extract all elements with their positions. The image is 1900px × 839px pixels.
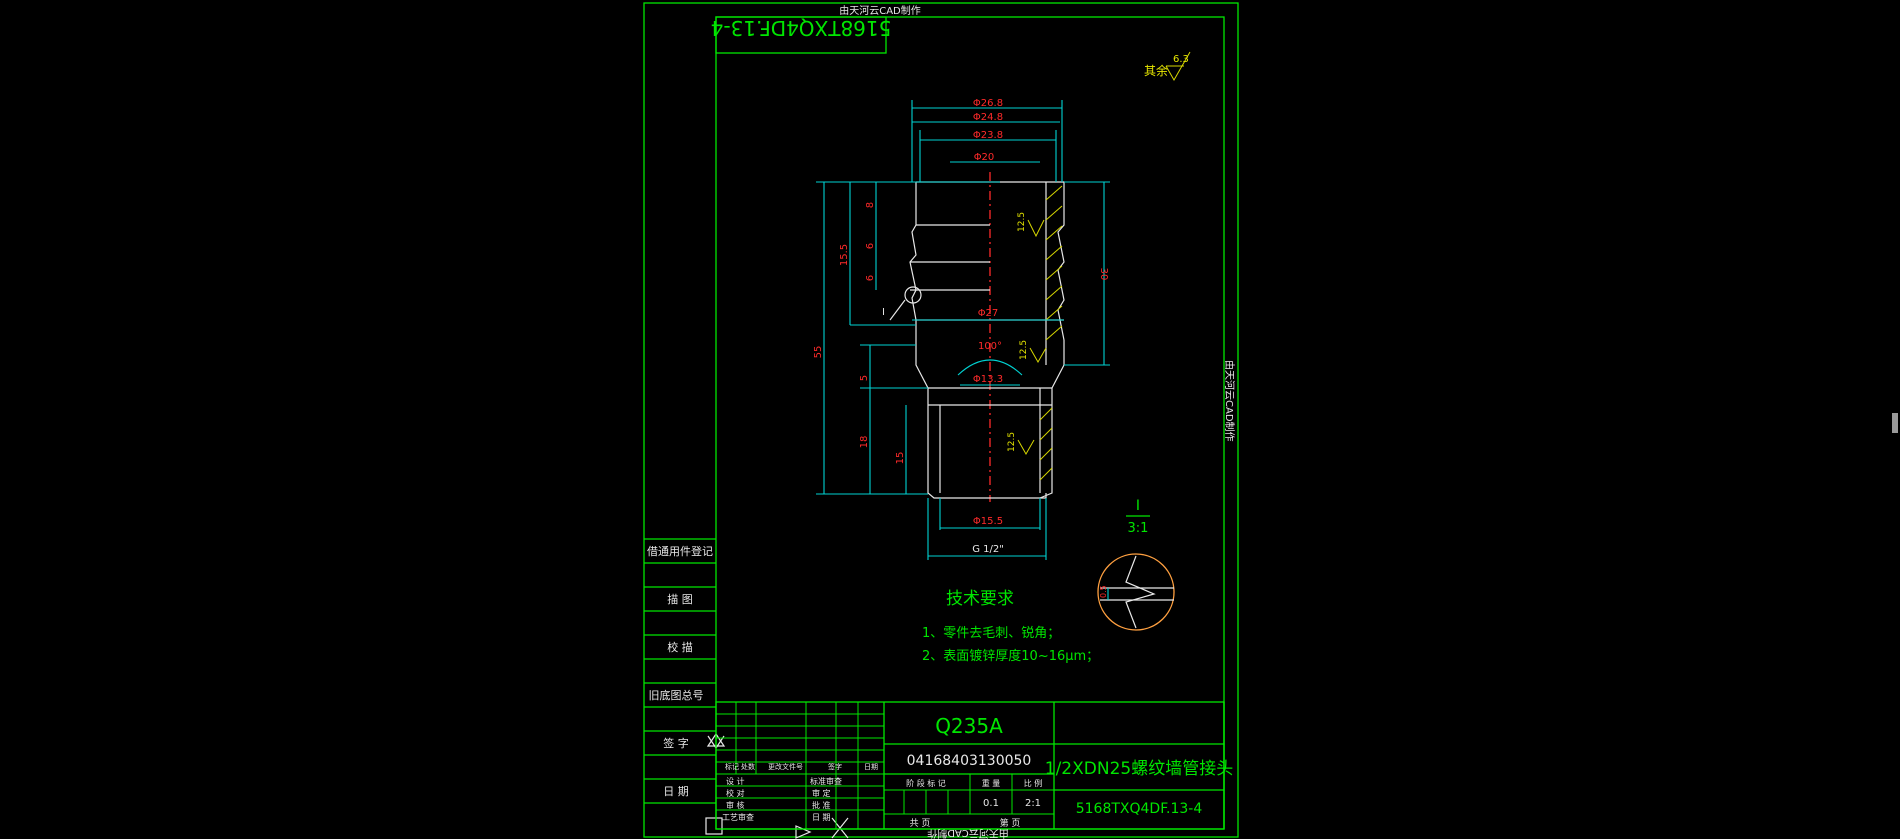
- left-strip-4: 签 字: [663, 736, 689, 750]
- weight-value: 0.1: [983, 798, 999, 809]
- sign-row-1: 校 对: [726, 788, 745, 798]
- sign-row2-1: 审 定: [812, 788, 831, 798]
- left-strip-3: 旧底图总号: [649, 688, 704, 702]
- sign-row-3: 工艺审查: [722, 812, 754, 822]
- title-block: [715, 701, 1225, 830]
- dim-d4: Φ20: [974, 152, 995, 163]
- dim-v18: 18: [859, 436, 870, 449]
- title-drawing-code: 5168TXQ4DF.13-4: [1076, 801, 1203, 817]
- drawing-code-upside-down: 5168TXQ4DF.13-4: [711, 16, 892, 40]
- dim-thread: G 1/2": [972, 544, 1004, 555]
- detail-view-scale: 3:1: [1128, 521, 1149, 536]
- left-strip-2: 校 描: [667, 640, 693, 654]
- dim-v6b: 6: [865, 275, 876, 281]
- detail-mark-label: I: [882, 307, 885, 318]
- sign-row-2: 审 核: [726, 800, 745, 810]
- sign-row2-3: 日 期: [812, 813, 831, 822]
- dim-d2: Φ24.8: [973, 112, 1003, 123]
- rev-h-1: 处数: [741, 762, 755, 771]
- sheets-label: 共 页: [910, 818, 931, 829]
- sheet-inner-border: [715, 16, 1225, 830]
- left-strip-0: 借通用件登记: [647, 544, 713, 558]
- sign-row-0: 设 计: [726, 776, 745, 786]
- left-strip-5: 日 期: [663, 785, 689, 798]
- dim-d6: Φ13.3: [973, 374, 1003, 385]
- rev-h-2: 更改文件号: [768, 762, 803, 771]
- roughness-symbol-icon: [1165, 51, 1191, 82]
- scale-label: 比 例: [1024, 778, 1043, 788]
- footer-watermark: 由天河云CAD制作: [927, 827, 1009, 839]
- sign-row2-2: 批 准: [812, 800, 831, 810]
- dim-v8: 8: [865, 202, 876, 208]
- side-watermark: 由天河云CAD制作: [1223, 360, 1236, 442]
- dim-v6a: 6: [865, 243, 876, 249]
- dim-v5: 5: [859, 375, 870, 381]
- roughness-mark-3: 12.5: [1007, 432, 1017, 452]
- title-part-number: 04168403130050: [907, 753, 1032, 769]
- dim-v30: 30: [1098, 268, 1109, 281]
- dim-v15: 15: [895, 452, 906, 465]
- drawing-code-box: [715, 16, 887, 54]
- tech-req-item-1: 1、零件去毛刺、锐角；: [922, 626, 1060, 641]
- rev-h-3: 签字: [828, 762, 842, 771]
- part-drawing: I: [882, 172, 1065, 502]
- detail-marker-circle: [904, 286, 922, 304]
- sheet-outer-border: [643, 2, 1239, 838]
- surface-note-text: 其余: [1144, 63, 1168, 78]
- scale-value: 2:1: [1025, 798, 1041, 809]
- detail-view-label: I: [1136, 498, 1140, 514]
- weight-label: 重 量: [982, 778, 1001, 788]
- left-strip: [644, 538, 716, 804]
- dim-d1: Φ26.8: [973, 98, 1003, 109]
- dim-v55: 55: [813, 346, 824, 359]
- sheet-no-label: 第 页: [1000, 817, 1021, 829]
- tech-req-item-2: 2、表面镀锌厚度10~16μm；: [922, 648, 1099, 664]
- roughness-mark-3-icon: [1017, 439, 1035, 456]
- dim-d7: Φ15.5: [973, 516, 1003, 527]
- detail-dim: 0.5: [1099, 585, 1108, 598]
- header-watermark: 由天河云CAD制作: [839, 4, 921, 17]
- rev-h-4: 日期: [864, 763, 878, 771]
- roughness-mark-2-icon: [1029, 347, 1047, 364]
- tech-req-title: 技术要求: [946, 589, 1014, 609]
- sign-row2-0: 标准审查: [810, 776, 842, 786]
- title-material: Q235A: [935, 714, 1003, 738]
- top-diameter-dimensions: [911, 100, 1063, 182]
- detail-view-circle: [1097, 553, 1175, 631]
- roughness-mark-1-icon: [1027, 219, 1045, 238]
- dim-angle: 100°: [978, 341, 1002, 352]
- rev-h-0: 标记: [725, 762, 739, 771]
- left-strip-1: 描 图: [667, 592, 693, 606]
- dim-d3: Φ23.8: [973, 130, 1003, 141]
- dim-v15-5: 15.5: [839, 244, 850, 266]
- stage-label: 阶 段 标 记: [906, 778, 946, 788]
- roughness-mark-1: 12.5: [1017, 212, 1027, 232]
- scrollbar-thumb[interactable]: [1892, 413, 1898, 433]
- dim-d5: Φ27: [978, 308, 999, 319]
- surface-note-roughness: 6.3: [1173, 54, 1189, 65]
- title-part-name: 1/2XDN25螺纹墙管接头: [1045, 759, 1233, 779]
- roughness-mark-2: 12.5: [1019, 340, 1029, 360]
